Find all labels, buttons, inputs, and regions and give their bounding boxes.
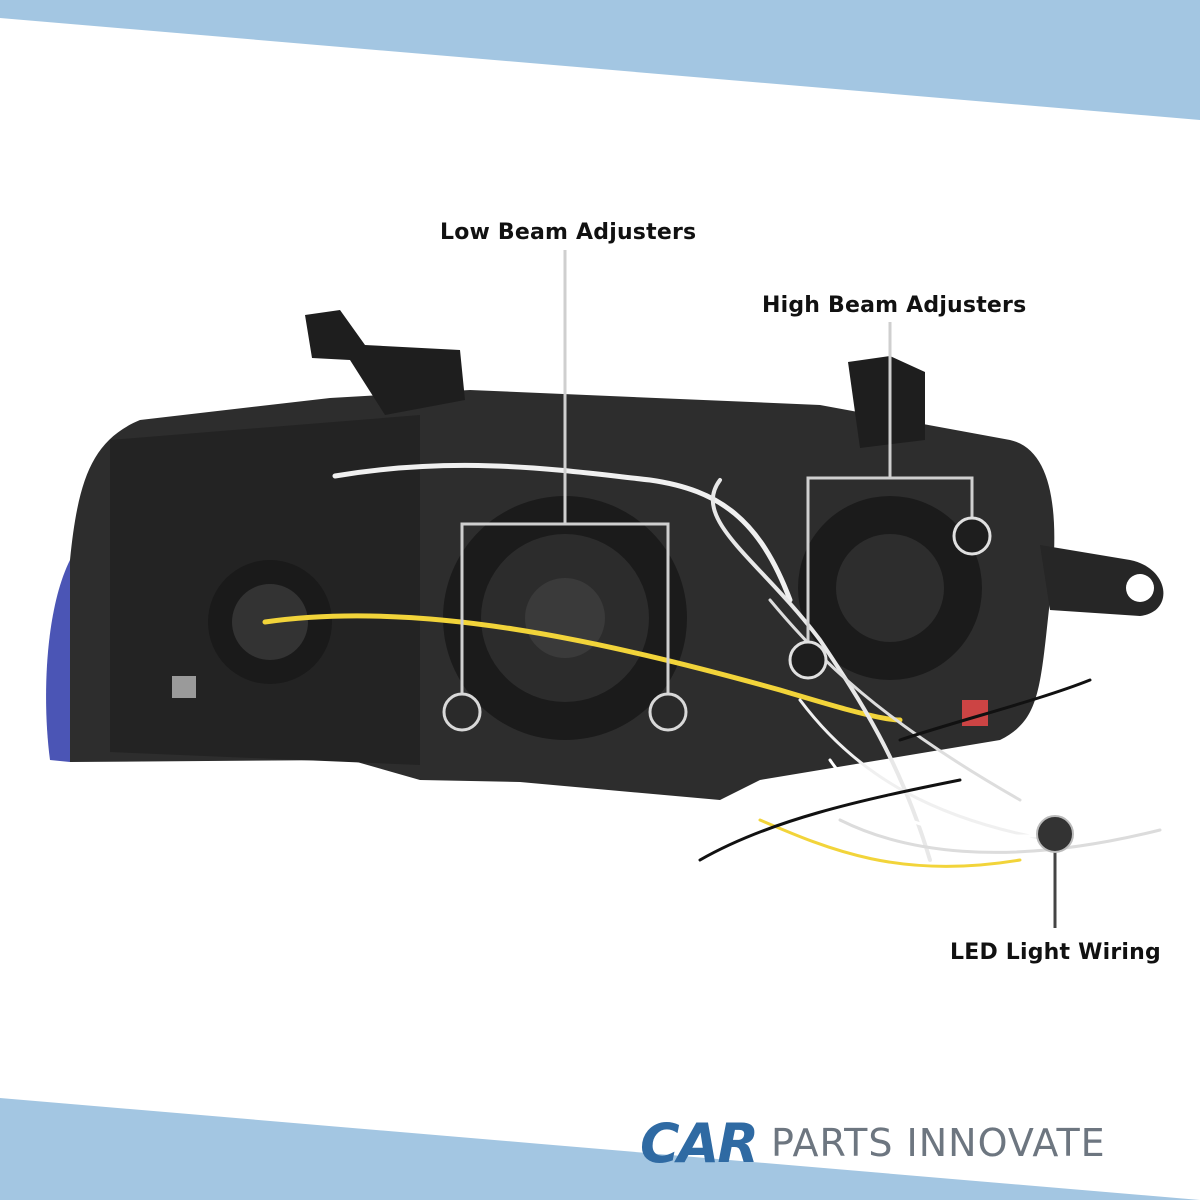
brand-logo-mark: CAR <box>640 1111 759 1175</box>
bottom-banner-stripe <box>0 1098 1200 1200</box>
low-beam-marker-right <box>648 692 688 732</box>
low-beam-marker-left <box>442 692 482 732</box>
brand-logo: CAR PARTS INNOVATE <box>640 1108 1106 1178</box>
high-beam-marker-left <box>788 640 828 680</box>
led-wiring-marker <box>1036 815 1074 853</box>
brand-logo-name: PARTS INNOVATE <box>771 1121 1106 1165</box>
high-beam-adjusters-label: High Beam Adjusters <box>762 293 1027 318</box>
headlight-housing <box>46 310 1164 800</box>
low-beam-adjusters-label: Low Beam Adjusters <box>440 220 697 245</box>
top-banner-stripe <box>0 0 1200 120</box>
high-beam-marker-right <box>952 516 992 556</box>
high-beam-callout-lines <box>806 322 974 650</box>
low-beam-callout-lines <box>460 250 670 700</box>
led-light-wiring-label: LED Light Wiring <box>950 940 1161 965</box>
